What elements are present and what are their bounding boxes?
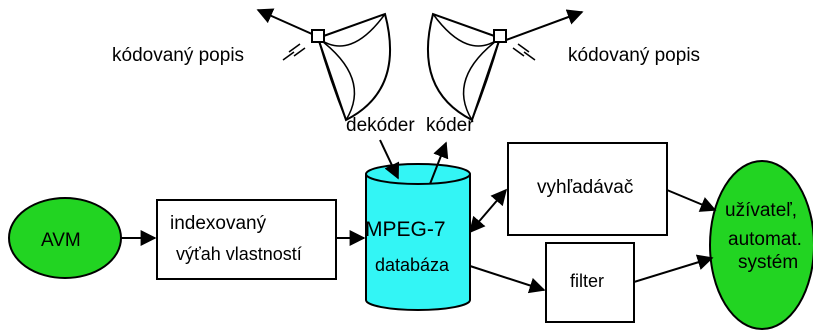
search-box [507, 142, 668, 236]
satellite-dish-left-icon [282, 12, 392, 122]
right-dish-signal-arrow [505, 9, 584, 41]
satellite-right-label: kódovaný popis [568, 45, 700, 66]
filter-to-user-arrow [633, 254, 714, 283]
index-label-line2: výťah vlastností [176, 244, 302, 264]
database-search-arrow [468, 188, 508, 234]
user-label-line1: užívateľ, [725, 200, 797, 221]
filter-box [545, 242, 635, 323]
user-node [709, 160, 813, 330]
left-dish-signal-arrow [256, 8, 313, 35]
satellite-dish-right-icon [426, 12, 536, 122]
search-label: vyhľadávač [537, 177, 633, 198]
encoder-label: kóder [426, 115, 474, 136]
index-box [156, 199, 337, 280]
user-label-line3: systém [738, 252, 798, 273]
avm-label: AVM [41, 230, 81, 251]
encoder-arrow [429, 141, 449, 185]
database-subtitle: databáza [375, 255, 450, 275]
database-title: MPEG-7 [365, 218, 446, 241]
database-to-filter-arrow [469, 265, 546, 294]
index-label-line1: indexovaný [170, 213, 267, 234]
filter-label: filter [570, 271, 604, 291]
satellite-left-label: kódovaný popis [112, 45, 244, 66]
decoder-label: dekóder [346, 115, 415, 136]
user-label-line2: automat. [728, 229, 802, 250]
decoder-arrow [379, 139, 400, 180]
search-to-user-arrow [666, 189, 717, 212]
